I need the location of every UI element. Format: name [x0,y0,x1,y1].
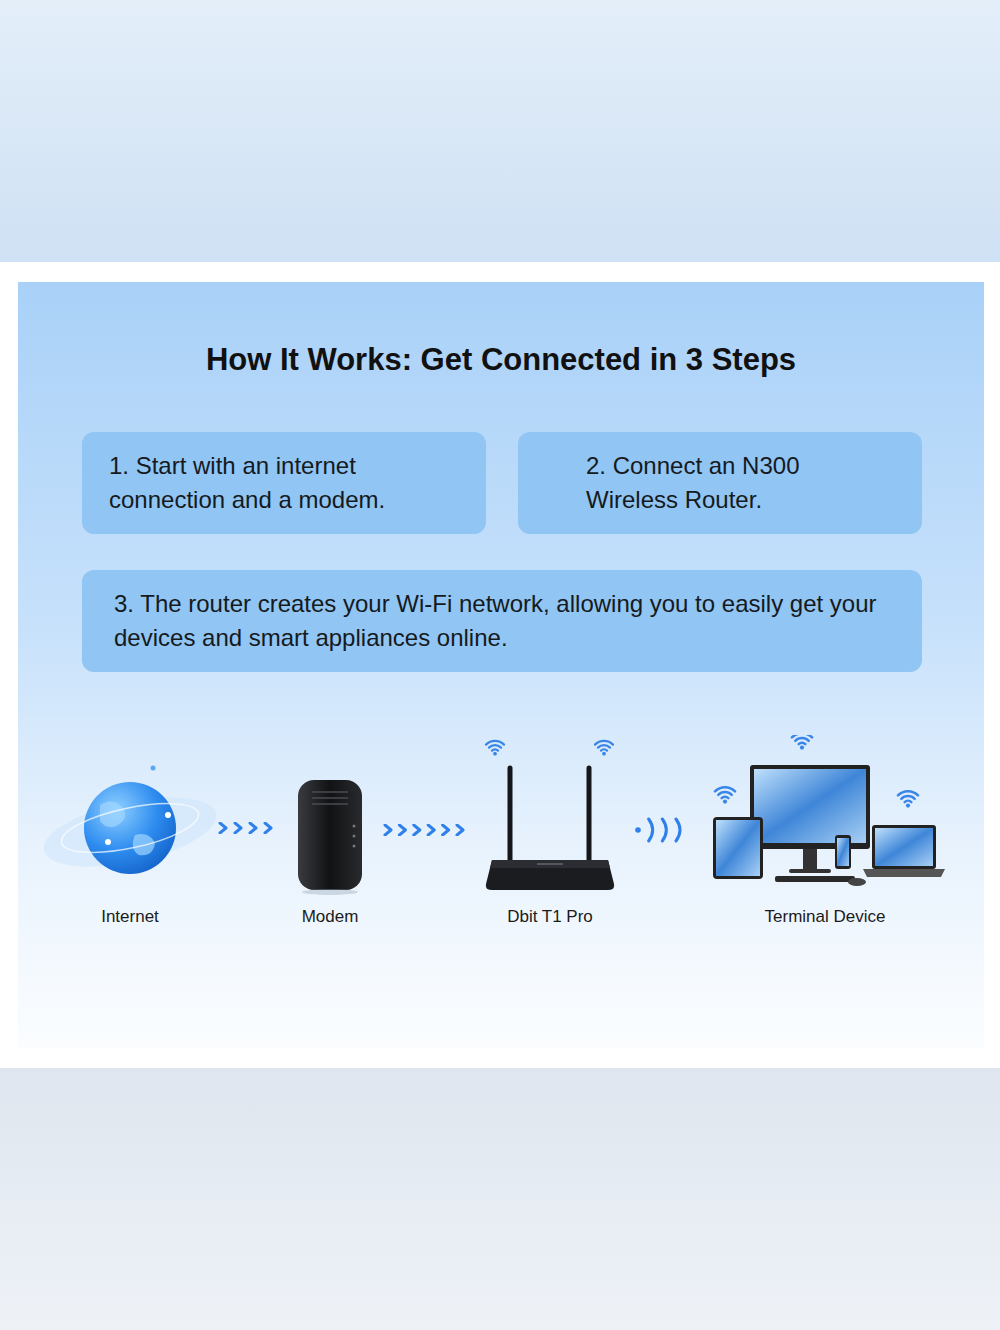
chevron-connector [388,830,460,831]
illustration [40,760,220,928]
node-label: 1. Start with an internet connection and… [109,449,462,517]
router-node: Dbit T1 Pro [482,738,618,928]
illustration [482,738,618,928]
node-label: Internet [101,906,159,928]
internet-node: Internet [40,760,220,928]
node-label: Modem [302,906,359,928]
step-box: 3. The router creates your Wi-Fi network… [82,570,922,672]
device-node: Terminal Device [705,735,945,928]
wifi-signal-connector [638,830,679,831]
node-label: 3. The router creates your Wi-Fi network… [114,587,898,655]
node-label: Terminal Device [765,906,886,928]
step-box: 2. Connect an N300 Wireless Router. [518,432,922,534]
top-band [0,0,1000,262]
node-label: 2. Connect an N300 Wireless Router. [586,449,898,517]
node-label: Dbit T1 Pro [507,906,593,928]
modem-node: Modem [290,776,370,928]
illustration [290,776,370,928]
step-box: 1. Start with an internet connection and… [82,432,486,534]
diagram-title: How It Works: Get Connected in 3 Steps [18,340,984,380]
chevron-connector [223,828,268,829]
bottom-band [0,1068,1000,1330]
illustration [705,735,945,928]
